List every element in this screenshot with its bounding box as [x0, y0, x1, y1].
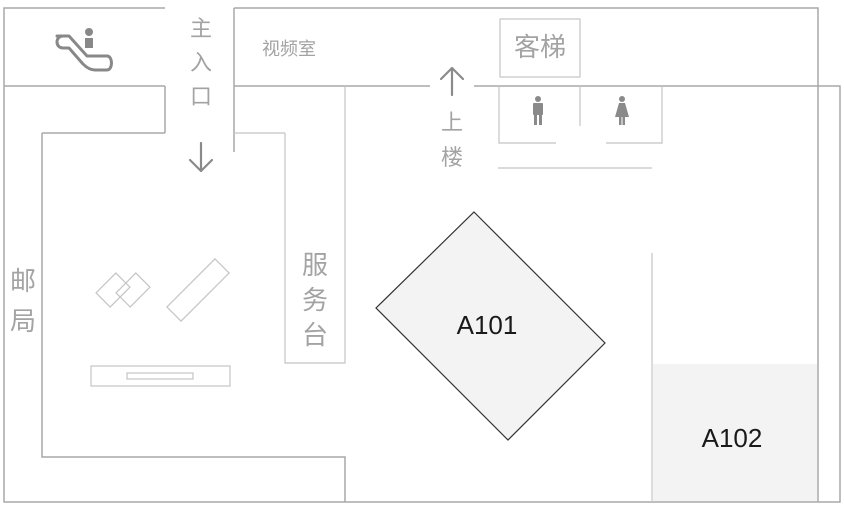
service-desk-label: 服 务 台 — [302, 251, 328, 351]
shop-a102-label: A102 — [702, 423, 763, 453]
video-room-label: 视频室 — [262, 39, 316, 60]
stairs-char-1: 上 — [441, 111, 463, 136]
entrance-char-2: 入 — [190, 51, 212, 76]
restrooms — [498, 86, 663, 169]
post-office-char-2: 局 — [10, 307, 36, 337]
guest-elevator-label: 客梯 — [514, 33, 566, 63]
shop-a101-label: A101 — [457, 310, 518, 340]
escalator-icon — [55, 28, 113, 72]
service-desk-char-3: 台 — [302, 321, 328, 351]
shop-a102[interactable]: A102 — [651, 253, 817, 502]
main-entrance-label: 主 入 口 — [190, 17, 212, 110]
shop-a101[interactable]: A101 — [375, 211, 606, 441]
stairs-char-2: 楼 — [441, 146, 463, 171]
post-office-label: 邮 局 — [10, 267, 36, 337]
female-restroom-icon — [615, 96, 629, 125]
entrance-char-3: 口 — [190, 85, 212, 110]
arrow-down-icon — [188, 141, 214, 173]
service-desk-char-1: 服 — [302, 251, 328, 281]
stairs-up-label: 上 楼 — [441, 111, 463, 171]
entrance-char-1: 主 — [190, 17, 212, 42]
building-outline — [3, 7, 841, 503]
post-office-char-1: 邮 — [10, 267, 36, 297]
arrow-up-icon — [439, 66, 465, 97]
post-office-area — [41, 86, 346, 502]
service-desk-char-2: 务 — [302, 286, 328, 316]
counter-furniture — [90, 258, 231, 387]
guest-elevator: 客梯 — [499, 18, 581, 78]
male-restroom-icon — [533, 96, 543, 125]
